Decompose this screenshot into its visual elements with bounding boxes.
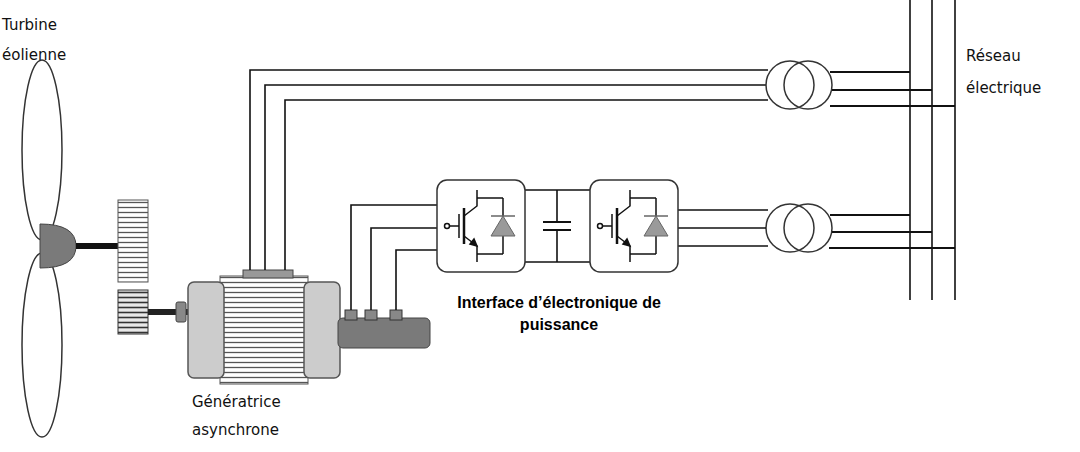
converter-box	[437, 180, 525, 272]
generator-label: Génératrice asynchrone	[192, 388, 322, 444]
hub	[40, 224, 76, 268]
converter-box	[590, 180, 678, 272]
rotor-terminal-box	[338, 318, 430, 348]
diode-bar	[644, 215, 668, 217]
bus-line	[931, 0, 933, 300]
stator-terminal	[243, 270, 293, 278]
diode-symbol	[644, 216, 668, 236]
wire	[396, 250, 437, 310]
transformers	[766, 61, 832, 252]
wire	[832, 231, 932, 233]
large-gear	[118, 200, 148, 282]
grid-bus	[910, 0, 955, 300]
igbt-symbol	[445, 190, 504, 262]
bus-line	[954, 0, 956, 300]
converter	[437, 180, 525, 272]
turbine-blades	[22, 60, 120, 437]
wire	[832, 89, 932, 91]
wire	[830, 105, 955, 107]
capacitor-plate	[543, 221, 571, 223]
dc-link	[525, 190, 590, 262]
terminal	[345, 310, 357, 320]
wire	[830, 214, 910, 216]
converter	[590, 180, 678, 272]
wire	[285, 100, 768, 270]
terminal	[365, 310, 377, 320]
diode-symbol	[491, 216, 515, 236]
coupling	[176, 302, 186, 322]
wire	[678, 245, 768, 247]
terminal	[390, 310, 402, 320]
wire	[830, 71, 910, 73]
bus-line	[909, 0, 911, 300]
capacitor-lead	[556, 230, 558, 262]
turbine-label: Turbine éolienne	[2, 10, 92, 70]
wire	[351, 205, 437, 310]
blade	[22, 60, 62, 240]
transformer-winding	[784, 204, 832, 252]
converter-label: Interface d’électronique de puissance	[438, 292, 680, 336]
grid-wires	[829, 72, 955, 248]
transformer-winding	[784, 61, 832, 109]
generator	[188, 270, 430, 384]
end-cap	[304, 282, 340, 378]
wire	[371, 228, 437, 310]
igbt-symbol	[598, 190, 657, 262]
capacitor-lead	[556, 190, 558, 222]
blade	[22, 253, 62, 437]
diode-bar	[491, 215, 515, 217]
wire	[678, 227, 766, 229]
small-gear	[118, 290, 148, 334]
shaft	[76, 243, 120, 249]
end-cap	[188, 282, 224, 378]
grid-label: Réseau électrique	[966, 40, 1074, 104]
wire	[829, 247, 955, 249]
generator-body	[220, 276, 308, 384]
gearbox	[118, 200, 192, 334]
wire	[678, 209, 768, 211]
